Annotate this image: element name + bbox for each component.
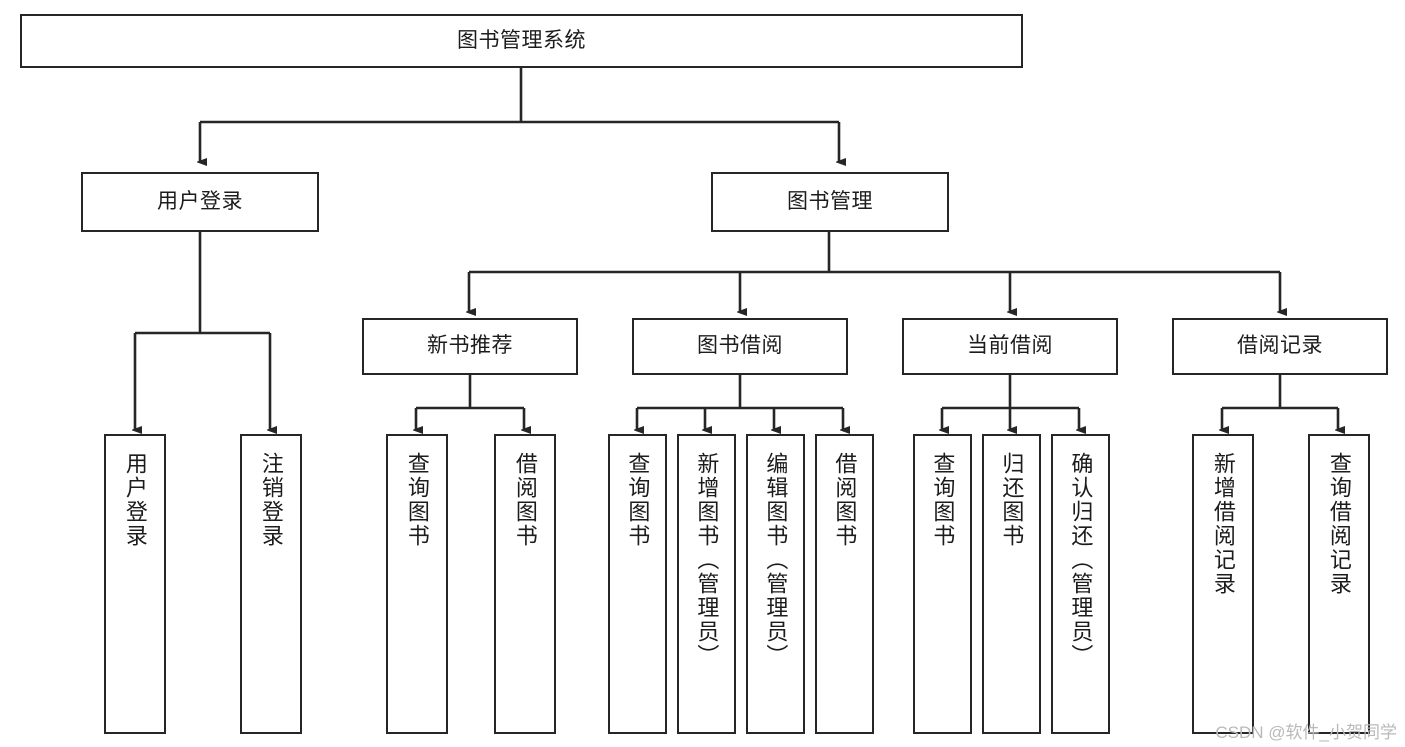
leaf-borrow-add-book-admin-label: 新增图书（管理员） <box>694 452 720 668</box>
watermark: CSDN @软件_小贺同学 <box>1215 723 1397 742</box>
leaf-current-confirm-return-admin[interactable]: 确认归还（管理员） <box>1051 434 1110 734</box>
node-current-borrow[interactable]: 当前借阅 <box>902 318 1118 375</box>
leaf-borrow-add-book-admin[interactable]: 新增图书（管理员） <box>677 434 736 734</box>
leaf-new-book-query-label: 查询图书 <box>404 452 430 548</box>
leaf-new-book-borrow[interactable]: 借阅图书 <box>494 434 556 734</box>
leaf-borrow-edit-book-admin[interactable]: 编辑图书（管理员） <box>746 434 805 734</box>
leaf-new-book-query[interactable]: 查询图书 <box>386 434 448 734</box>
leaf-current-return-book-label: 归还图书 <box>999 452 1025 548</box>
leaf-borrow-edit-book-admin-label: 编辑图书（管理员） <box>763 452 789 668</box>
leaf-records-query-label: 查询借阅记录 <box>1326 452 1352 596</box>
leaf-user-login-signout-label: 注销登录 <box>258 452 284 548</box>
leaf-borrow-borrow-book[interactable]: 借阅图书 <box>815 434 874 734</box>
leaf-new-book-borrow-label: 借阅图书 <box>512 452 538 548</box>
leaf-borrow-borrow-book-label: 借阅图书 <box>832 452 858 548</box>
leaf-current-confirm-return-admin-label: 确认归还（管理员） <box>1068 452 1094 668</box>
leaf-current-return-book[interactable]: 归还图书 <box>982 434 1041 734</box>
leaf-user-login-signout[interactable]: 注销登录 <box>240 434 302 734</box>
leaf-current-query[interactable]: 查询图书 <box>913 434 972 734</box>
leaf-borrow-query[interactable]: 查询图书 <box>608 434 667 734</box>
node-new-book-recommend-label: 新书推荐 <box>427 334 513 358</box>
node-root[interactable]: 图书管理系统 <box>20 14 1023 68</box>
node-borrow-records-label: 借阅记录 <box>1237 334 1323 358</box>
node-book-management-label: 图书管理 <box>787 189 873 213</box>
node-user-login-label: 用户登录 <box>157 189 243 213</box>
leaf-records-add[interactable]: 新增借阅记录 <box>1192 434 1254 734</box>
leaf-user-login-signin-label: 用户登录 <box>122 452 148 548</box>
leaf-borrow-query-label: 查询图书 <box>625 452 651 548</box>
node-book-borrow[interactable]: 图书借阅 <box>632 318 848 375</box>
node-book-borrow-label: 图书借阅 <box>697 334 783 358</box>
leaf-records-add-label: 新增借阅记录 <box>1210 452 1236 596</box>
node-root-label: 图书管理系统 <box>457 28 586 52</box>
leaf-current-query-label: 查询图书 <box>930 452 956 548</box>
node-new-book-recommend[interactable]: 新书推荐 <box>362 318 578 375</box>
leaf-records-query[interactable]: 查询借阅记录 <box>1308 434 1370 734</box>
node-user-login[interactable]: 用户登录 <box>81 172 319 232</box>
leaf-user-login-signin[interactable]: 用户登录 <box>104 434 166 734</box>
node-book-management[interactable]: 图书管理 <box>711 172 949 232</box>
node-borrow-records[interactable]: 借阅记录 <box>1172 318 1388 375</box>
node-current-borrow-label: 当前借阅 <box>967 334 1053 358</box>
